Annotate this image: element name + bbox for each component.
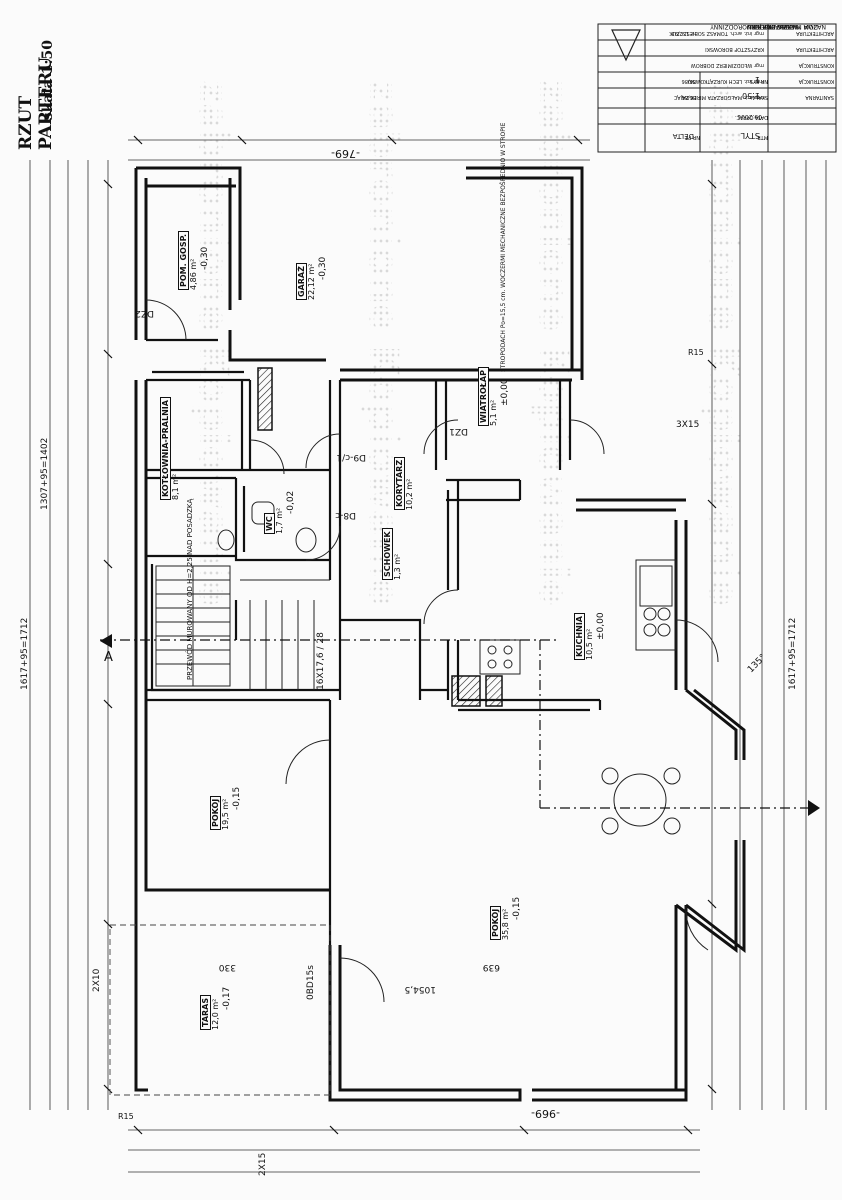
staircase bbox=[155, 565, 330, 690]
title-block bbox=[597, 23, 837, 153]
role-discipline: SANITARNA bbox=[805, 94, 834, 100]
sheet-scale: skala 1:50 bbox=[40, 40, 56, 121]
room-level: -0,17 bbox=[222, 986, 232, 1010]
annotation-dim-bottom-row: -969- bbox=[531, 1107, 560, 1120]
flue-block-lower-2 bbox=[485, 675, 503, 707]
title-block-date: 09.2001 bbox=[737, 113, 762, 120]
bathroom-fixtures bbox=[217, 501, 317, 553]
dimension-lines bbox=[29, 139, 827, 1173]
room-name: TARAS bbox=[200, 994, 211, 1030]
annotation-window-4: 3X15 bbox=[676, 420, 700, 430]
role-discipline: ARCHITEKTURA bbox=[796, 30, 834, 36]
annotation-window-6: 2X10 bbox=[92, 968, 102, 992]
annotation-dim-wall-left2: 1307+95=1402 bbox=[40, 437, 50, 510]
room-name: GARAŻ bbox=[296, 263, 307, 300]
room-name: KORYTARZ bbox=[394, 456, 405, 510]
room-area: 22,12 m² bbox=[307, 263, 316, 300]
flue-block-upper bbox=[257, 367, 273, 431]
annotation-section-label: A bbox=[104, 650, 113, 665]
annotation-dim-wall-left: 1617+95=1712 bbox=[20, 617, 30, 690]
role-discipline: KONSTRUKCJA bbox=[798, 62, 834, 68]
room-level: ±0,00 bbox=[500, 378, 510, 406]
annotation-window-5: 2X15 bbox=[258, 1152, 268, 1176]
title-block-mtr-value: STYL bbox=[740, 131, 760, 140]
annotation-stairs: 16X17,6 / 28 bbox=[316, 632, 326, 690]
room-name: KUCHNIA bbox=[574, 613, 585, 660]
room-name: POKÓJ bbox=[210, 795, 221, 830]
annotation-window-3: 0BD15s bbox=[306, 965, 316, 1000]
interior-walls bbox=[146, 338, 602, 945]
title-block-nr-pt-value: DELTA bbox=[672, 132, 694, 140]
role-reg: 86/86 bbox=[681, 94, 696, 100]
annotation-window-2: D9-c/1 bbox=[336, 452, 366, 462]
room-area: 10,5 m² bbox=[585, 628, 594, 660]
room-name: KOTŁOWNIA-PRALNIA bbox=[160, 397, 171, 500]
dimension-ticks bbox=[103, 135, 717, 1135]
role-reg: 86/86 bbox=[681, 78, 696, 84]
flue-block-lower bbox=[451, 675, 481, 707]
room-area: 5,1 m² bbox=[489, 399, 498, 426]
room-area: 12,0 m² bbox=[211, 998, 220, 1030]
annotation-door-2: DZ2 bbox=[135, 308, 154, 318]
annotation-dim-terrace: 330 bbox=[218, 962, 236, 972]
room-level: -0,15 bbox=[512, 896, 522, 920]
chimney-flues bbox=[257, 367, 503, 707]
room-area: 1,3 m² bbox=[393, 553, 402, 580]
room-level: -0,30 bbox=[318, 256, 328, 280]
room-name: POM. GOSP. bbox=[178, 230, 189, 290]
role-name: KRZYSZTOF BOROWSKI bbox=[705, 46, 764, 52]
annotation-dim-wall-right: 1617+95=1712 bbox=[788, 617, 798, 690]
room-name: WIATROŁAP bbox=[478, 367, 489, 426]
role-name: mgr inż. LECH KURZĄTKOWSKI bbox=[687, 78, 764, 84]
room-area: 1,7 m² bbox=[275, 507, 284, 534]
annotation-garage-ceiling: STROPODACH Po=15,5 cm. WOCZERMI MECHANIC… bbox=[500, 122, 507, 372]
role-discipline: ARCHITEKTURA bbox=[796, 46, 834, 52]
watermark-text-4: zabronione Kopiowanie bbox=[700, 80, 746, 606]
annotation-door-1: DZ1 bbox=[449, 426, 468, 436]
section-line bbox=[100, 639, 820, 809]
room-level: -0,02 bbox=[286, 490, 296, 514]
door-swings bbox=[145, 299, 719, 1003]
annotation-radius2: R15 bbox=[118, 1112, 134, 1121]
room-name: WC bbox=[264, 513, 275, 534]
annotation-dim-total-bottom: 1054,5 bbox=[404, 984, 437, 994]
sheet-header: RZUT PARTERU skala 1:50 bbox=[6, 10, 62, 150]
role-name: mgr WŁODZIMIERZ DOBROW bbox=[690, 62, 764, 68]
room-level: -0,15 bbox=[232, 786, 242, 810]
watermark-text-2: zabronione Kopiowanie bbox=[360, 80, 406, 606]
annotation-dim-inner-bottom: 639 bbox=[482, 962, 500, 972]
room-area: 4,86 m² bbox=[189, 258, 198, 290]
role-discipline: KONSTRUKCJA bbox=[798, 78, 834, 84]
section-arrows bbox=[100, 634, 820, 816]
room-area: 35,8 m² bbox=[501, 908, 510, 940]
room-area: 8,1 m² bbox=[171, 473, 180, 500]
title-block-drawing-name: RZUT PARTERU bbox=[746, 23, 792, 30]
annotation-flue: PRZEWÓD MUROWANY OD H=2,25 NAD POSADZKĄ bbox=[186, 498, 194, 680]
room-level: -0,30 bbox=[200, 246, 210, 270]
exterior-walls bbox=[134, 166, 746, 1102]
room-name: SCHOWEK bbox=[382, 528, 393, 580]
annotation-window-1: D8-c bbox=[335, 510, 356, 520]
kitchen-fixtures bbox=[479, 559, 677, 675]
room-level: ±0,00 bbox=[596, 612, 606, 640]
watermark-text-3: zabronione Kopiowanie bbox=[530, 80, 576, 606]
terrace-outline bbox=[109, 924, 331, 1096]
room-area: 19,5 m² bbox=[221, 798, 230, 830]
role-reg: nr 152/93 bbox=[671, 30, 696, 36]
room-area: 10,2 m² bbox=[405, 478, 414, 510]
annotation-dim-top-row: -769- bbox=[331, 147, 360, 160]
annotation-radius1: R15 bbox=[688, 348, 704, 357]
dining-table bbox=[601, 767, 681, 835]
room-name: POKÓJ bbox=[490, 905, 501, 940]
